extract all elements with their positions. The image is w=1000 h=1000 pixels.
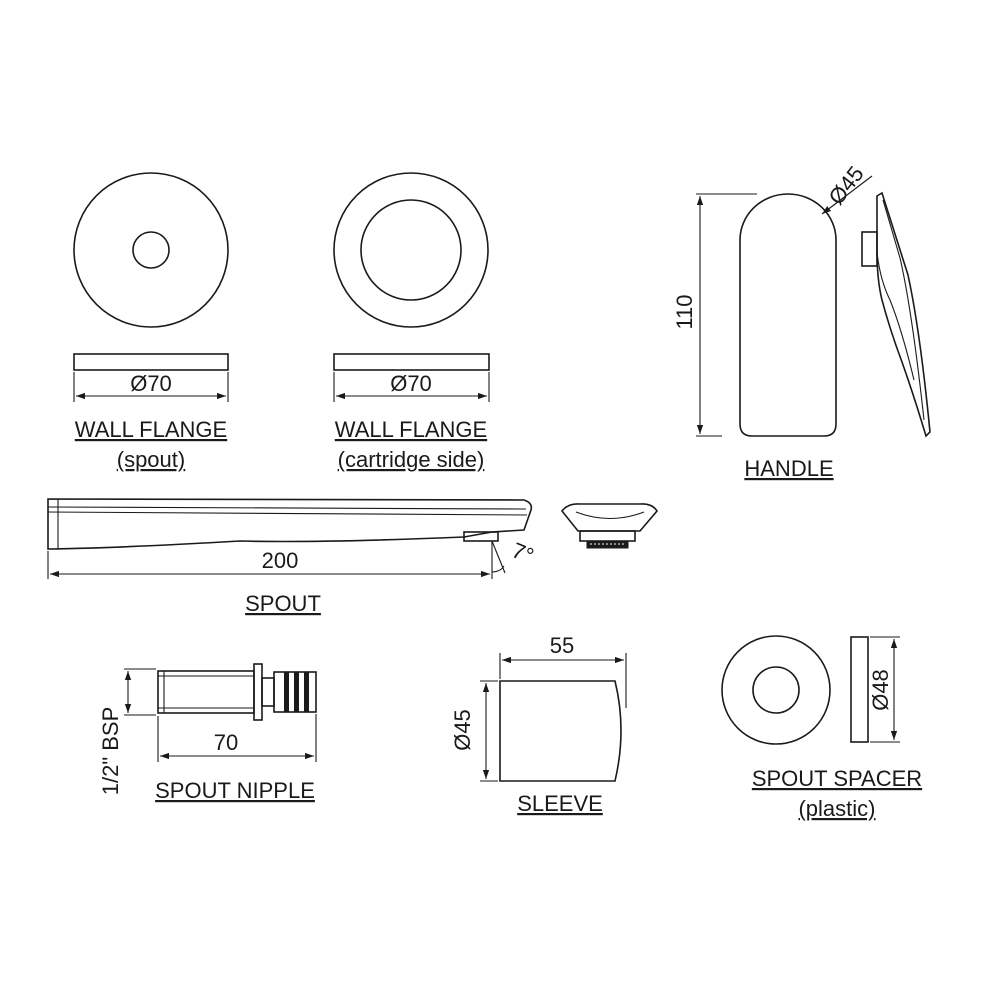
dim-height: 110 xyxy=(672,294,697,329)
sleeve-body xyxy=(499,680,622,782)
diameter-leader xyxy=(821,175,873,215)
dim-thread: 1/2" BSP xyxy=(98,707,123,796)
flange-inner-circle xyxy=(360,199,462,301)
part-title: WALL FLANGE xyxy=(75,417,227,442)
dim-diameter: Ø45 xyxy=(823,161,868,209)
handle-front-view xyxy=(739,193,837,437)
nipple-collar xyxy=(253,663,263,721)
dim-length: 70 xyxy=(214,730,238,755)
dim-angle: 7° xyxy=(508,538,537,569)
flange-hole-circle xyxy=(132,231,170,269)
dim-diameter: Ø45 xyxy=(450,709,475,751)
part-subtitle: (plastic) xyxy=(798,796,875,821)
flange-outer-circle xyxy=(333,172,489,328)
flange-side-view xyxy=(333,353,490,371)
wall-flange-cartridge: Ø70 WALL FLANGE (cartridge side) xyxy=(333,172,490,472)
dim-diameter: Ø70 xyxy=(130,371,172,396)
part-title: SPOUT NIPPLE xyxy=(155,778,315,803)
part-title: SPOUT SPACER xyxy=(752,766,922,791)
spout-outlet xyxy=(463,531,499,542)
part-title: HANDLE xyxy=(744,456,833,481)
part-title: SPOUT xyxy=(245,591,321,616)
flange-side-view xyxy=(73,353,229,371)
handle-mount-stub xyxy=(861,231,878,267)
part-subtitle: (spout) xyxy=(117,447,185,472)
spout-body xyxy=(47,498,533,550)
sleeve: 55 Ø45 SLEEVE xyxy=(450,633,627,816)
wall-flange-spout: Ø70 WALL FLANGE (spout) xyxy=(73,172,229,472)
spout-nipple: 1/2" BSP 70 SPOUT NIPPLE xyxy=(98,663,317,803)
handle-side-view xyxy=(876,191,931,438)
spacer-outer-circle xyxy=(721,635,831,745)
spacer-side-view xyxy=(850,636,869,743)
spout-spacer: Ø48 SPOUT SPACER (plastic) xyxy=(721,635,922,821)
dim-diameter: Ø48 xyxy=(868,669,893,711)
part-title: SLEEVE xyxy=(517,791,603,816)
part-title: WALL FLANGE xyxy=(335,417,487,442)
dim-diameter: Ø70 xyxy=(390,371,432,396)
nipple-thread-body xyxy=(157,670,255,714)
spout: 200 7° SPOUT xyxy=(47,498,658,616)
part-subtitle: (cartridge side) xyxy=(338,447,485,472)
spacer-inner-circle xyxy=(752,666,800,714)
flange-outer-circle xyxy=(73,172,229,328)
dim-length: 200 xyxy=(262,548,299,573)
handle: 110 Ø45 HANDLE xyxy=(672,161,931,481)
dim-length: 55 xyxy=(550,633,574,658)
aerator-detail xyxy=(560,503,658,549)
